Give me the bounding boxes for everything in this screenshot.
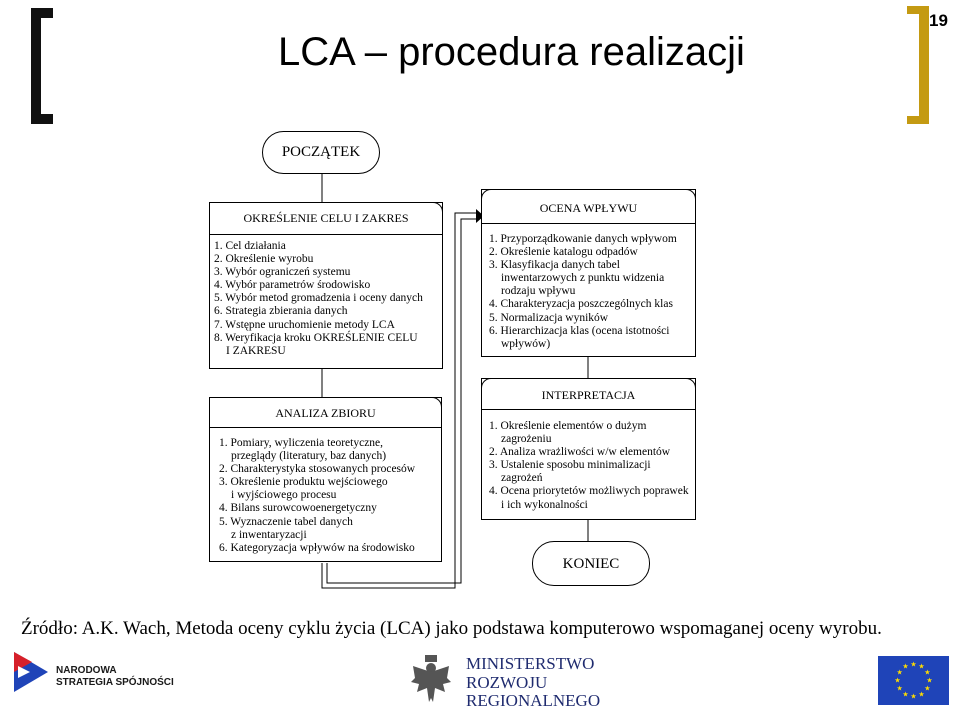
ministry-name: MINISTERSTWO ROZWOJU REGIONALNEGO bbox=[466, 654, 601, 711]
list-item: 6. Strategia zbierania danych bbox=[214, 305, 348, 318]
list-item: 2. Określenie katalogu odpadów bbox=[489, 246, 638, 259]
ministry-line1: MINISTERSTWO bbox=[466, 654, 595, 673]
list-item: 2. Określenie wyrobu bbox=[214, 253, 314, 266]
list-item: 5. Wyznaczenie tabel danych bbox=[219, 515, 353, 528]
list-item: i wyjściowego procesu bbox=[231, 489, 337, 502]
list-item: zagrożeniu bbox=[501, 433, 552, 446]
svg-text:★: ★ bbox=[896, 669, 902, 677]
svg-text:★: ★ bbox=[902, 663, 908, 671]
svg-text:★: ★ bbox=[924, 685, 930, 693]
left-bracket-decoration bbox=[31, 8, 53, 124]
end-label: KONIEC bbox=[562, 556, 620, 572]
list-item: 3. Klasyfikacja danych tabel bbox=[489, 259, 620, 272]
svg-text:★: ★ bbox=[918, 663, 924, 671]
interpretation-list: 1. Określenie elementów o dużym zagrożen… bbox=[489, 420, 689, 512]
end-terminal: KONIEC bbox=[532, 541, 650, 586]
narodowa-strategia-logo-icon bbox=[14, 652, 48, 692]
list-item: 2. Analiza wrażliwości w/w elementów bbox=[489, 446, 671, 459]
interpretation-title: INTERPRETACJA bbox=[541, 388, 636, 402]
inventory-analysis-title: ANALIZA ZBIORU bbox=[275, 406, 376, 420]
nss-logo-text: NARODOWA STRATEGIA SPÓJNOŚCI bbox=[56, 665, 174, 689]
list-item: i ich wykonalności bbox=[501, 498, 588, 511]
list-item: 1. Pomiary, wyliczenia teoretyczne, bbox=[219, 437, 384, 449]
list-item: 5. Normalizacja wyników bbox=[489, 311, 609, 324]
nss-line2: STRATEGIA SPÓJNOŚCI bbox=[56, 677, 174, 688]
goal-scope-title: OKREŚLENIE CELU I ZAKRES bbox=[243, 211, 409, 225]
list-item: 3. Określenie produktu wejściowego bbox=[219, 476, 388, 489]
eagle-emblem-icon bbox=[411, 655, 451, 702]
svg-text:★: ★ bbox=[910, 661, 916, 669]
list-item: 1. Przyporządkowanie danych wpływom bbox=[489, 233, 677, 245]
impact-assessment-list: 1. Przyporządkowanie danych wpływom 2. O… bbox=[489, 233, 677, 351]
start-label: POCZĄTEK bbox=[281, 144, 361, 160]
interpretation-header: INTERPRETACJA bbox=[481, 378, 696, 410]
page-number: 19 bbox=[929, 11, 948, 30]
list-item: 4. Charakteryzacja poszczególnych klas bbox=[489, 298, 673, 311]
list-item: rodzaju wpływu bbox=[501, 285, 576, 298]
goal-scope-header: OKREŚLENIE CELU I ZAKRES bbox=[209, 202, 443, 235]
svg-text:★: ★ bbox=[902, 690, 908, 698]
eu-flag-icon: ★ ★ ★ ★ ★ ★ ★ ★ ★ ★ ★ ★ bbox=[878, 656, 949, 705]
start-terminal: POCZĄTEK bbox=[262, 131, 380, 174]
nss-line1: NARODOWA bbox=[56, 665, 117, 676]
ministry-line2: ROZWOJU bbox=[466, 672, 548, 692]
list-item: 1. Określenie elementów o dużym bbox=[489, 420, 647, 432]
list-item: 7. Wstępne uruchomienie metody LCA bbox=[214, 318, 395, 331]
list-item: I ZAKRESU bbox=[226, 344, 286, 357]
svg-text:★: ★ bbox=[926, 677, 932, 685]
svg-text:★: ★ bbox=[918, 690, 924, 698]
impact-assessment-header: OCENA WPŁYWU bbox=[481, 189, 696, 224]
list-item: inwentarzowych z punktu widzenia bbox=[501, 272, 665, 285]
list-item: 6. Kategoryzacja wpływów na środowisko bbox=[219, 541, 415, 554]
inventory-analysis-header: ANALIZA ZBIORU bbox=[209, 397, 442, 428]
list-item: 1. Cel działania bbox=[214, 240, 286, 252]
list-item: 5. Wybór metod gromadzenia i oceny danyc… bbox=[214, 292, 423, 305]
goal-scope-list: 1. Cel działania 2. Określenie wyrobu 3.… bbox=[214, 240, 423, 358]
impact-assessment-title: OCENA WPŁYWU bbox=[539, 201, 638, 215]
list-item: 8. Weryfikacja kroku OKREŚLENIE CELU bbox=[214, 331, 418, 344]
page-title: LCA – procedura realizacji bbox=[278, 30, 745, 74]
list-item: 6. Hierarchizacja klas (ocena istotności bbox=[489, 324, 670, 337]
list-item: 4. Wybór parametrów środowisko bbox=[214, 279, 371, 292]
ministry-line3: REGIONALNEGO bbox=[466, 691, 601, 710]
list-item: 2. Charakterystyka stosowanych procesów bbox=[219, 463, 416, 476]
svg-text:★: ★ bbox=[894, 677, 900, 685]
svg-text:★: ★ bbox=[924, 669, 930, 677]
source-citation: Źródło: A.K. Wach, Metoda oceny cyklu ży… bbox=[21, 618, 882, 639]
list-item: wpływów) bbox=[501, 337, 551, 350]
list-item: z inwentaryzacji bbox=[231, 528, 307, 541]
svg-text:★: ★ bbox=[910, 693, 916, 701]
list-item: przeglądy (literatury, baz danych) bbox=[231, 450, 387, 463]
list-item: 3. Wybór ograniczeń systemu bbox=[214, 266, 351, 279]
list-item: zagrożeń bbox=[501, 472, 543, 485]
svg-text:★: ★ bbox=[896, 685, 902, 693]
list-item: 4. Bilans surowcowoenergetyczny bbox=[219, 502, 377, 515]
list-item: 4. Ocena priorytetów możliwych poprawek bbox=[489, 485, 689, 498]
inventory-analysis-list: 1. Pomiary, wyliczenia teoretyczne, prze… bbox=[219, 437, 415, 555]
list-item: 3. Ustalenie sposobu minimalizacji bbox=[489, 459, 651, 472]
right-bracket-decoration bbox=[907, 6, 929, 124]
